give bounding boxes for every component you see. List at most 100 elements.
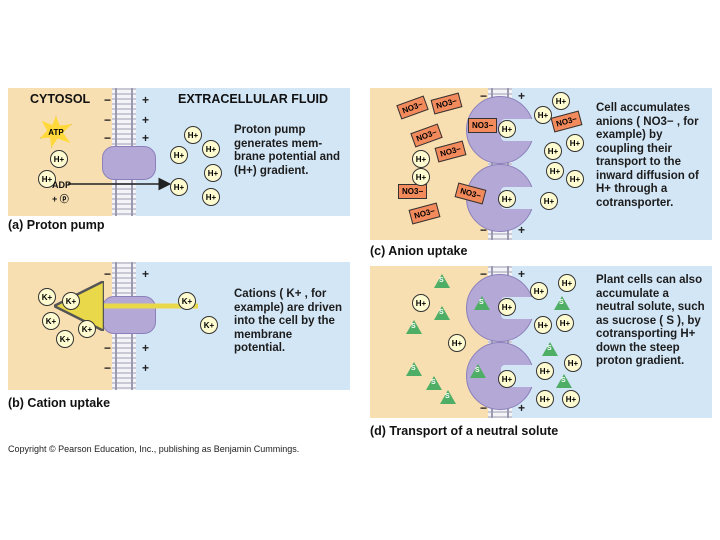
extracellular-region (136, 262, 350, 390)
plus-sign: + (142, 267, 150, 281)
panel-neutral-solute: S S S S S S S S S S S H+ H+ H+ H+ H+ H+ … (370, 266, 712, 418)
sucrose-label: S (439, 277, 444, 284)
h-ion: H+ (540, 192, 558, 210)
panel-b-description: Cations ( K+ , for example) are driven i… (234, 288, 343, 354)
h-ion: H+ (498, 120, 516, 138)
adp-label: ADP (52, 180, 72, 190)
sucrose-label: S (561, 377, 566, 384)
h-ion: H+ (38, 170, 56, 188)
cytosol-label: CYTOSOL (30, 92, 91, 106)
cytosol-region (370, 266, 488, 418)
nitrate-ion: NO3− (468, 118, 498, 133)
k-ion: K+ (38, 288, 56, 306)
panel-cation-uptake: K+ K+ K+ K+ K+ K+ K+ Cations ( K+ , for … (8, 262, 350, 390)
panel-a-caption: (a) Proton pump (8, 218, 105, 232)
sucrose-label: S (547, 345, 552, 352)
h-ion: H+ (204, 164, 222, 182)
plus-sign: + (518, 223, 526, 237)
plus-sign: + (518, 401, 526, 415)
sucrose-molecule: S (440, 390, 456, 404)
sucrose-molecule: S (426, 376, 442, 390)
plus-sign: + (142, 131, 150, 145)
h-ion: H+ (564, 354, 582, 372)
sucrose-label: S (431, 379, 436, 386)
h-ion: H+ (536, 390, 554, 408)
plus-sign: + (518, 89, 526, 103)
h-ion: H+ (184, 126, 202, 144)
plus-sign: + (142, 93, 150, 107)
h-ion: H+ (498, 190, 516, 208)
minus-sign: − (104, 267, 112, 281)
h-ion: H+ (534, 316, 552, 334)
panel-proton-pump: CYTOSOL EXTRACELLULAR FLUID ATP H+ H+ AD… (8, 88, 350, 216)
minus-sign: − (480, 401, 488, 415)
sucrose-molecule: S (434, 306, 450, 320)
copyright-notice: Copyright © Pearson Education, Inc., pub… (8, 444, 300, 454)
sucrose-molecule: S (542, 342, 558, 356)
panel-a-description: Proton pump generates mem- brane potenti… (234, 124, 341, 177)
minus-sign: − (480, 267, 488, 281)
h-ion: H+ (50, 150, 68, 168)
h-ion: H+ (530, 282, 548, 300)
h-ion: H+ (412, 294, 430, 312)
minus-sign: − (104, 113, 112, 127)
h-ion: H+ (536, 362, 554, 380)
h-ion: H+ (562, 390, 580, 408)
nitrate-ion: NO3− (398, 184, 428, 199)
proton-pump-protein (102, 146, 156, 180)
h-ion: H+ (412, 168, 430, 186)
panel-b-caption: (b) Cation uptake (8, 396, 111, 410)
h-ion: H+ (558, 274, 576, 292)
plus-sign: + (142, 113, 150, 127)
sucrose-label: S (411, 365, 416, 372)
h-ion: H+ (546, 162, 564, 180)
panel-c-description: Cell accumulates anions ( NO3− , for exa… (596, 102, 699, 209)
proton-flow-arrow (68, 177, 172, 191)
minus-sign: − (104, 93, 112, 107)
sucrose-molecule: S (474, 296, 490, 310)
sucrose-molecule: S (470, 364, 486, 378)
h-ion: H+ (556, 314, 574, 332)
cation-channel-protein (102, 296, 156, 334)
panel-d-description: Plant cells can also accumulate a neutra… (596, 274, 705, 367)
panel-c-caption: (c) Anion uptake (370, 244, 468, 258)
k-ion: K+ (62, 292, 80, 310)
sucrose-label: S (479, 299, 484, 306)
k-ion: K+ (56, 330, 74, 348)
sucrose-molecule: S (406, 362, 422, 376)
h-ion: H+ (170, 146, 188, 164)
sucrose-label: S (559, 299, 564, 306)
minus-sign: − (480, 223, 488, 237)
h-ion: H+ (448, 334, 466, 352)
plus-sign: + (518, 267, 526, 281)
h-ion: H+ (566, 134, 584, 152)
h-ion: H+ (534, 106, 552, 124)
h-ion: H+ (202, 188, 220, 206)
sucrose-label: S (475, 367, 480, 374)
h-ion: H+ (498, 370, 516, 388)
extracellular-label: EXTRACELLULAR FLUID (178, 92, 328, 106)
minus-sign: − (104, 361, 112, 375)
sucrose-molecule: S (434, 274, 450, 288)
minus-sign: − (104, 131, 112, 145)
h-ion: H+ (552, 92, 570, 110)
plus-sign: + (142, 361, 150, 375)
sucrose-label: S (411, 323, 416, 330)
minus-sign: − (104, 341, 112, 355)
panel-d-caption: (d) Transport of a neutral solute (370, 424, 559, 438)
h-ion: H+ (566, 170, 584, 188)
plus-sign: + (142, 341, 150, 355)
h-ion: H+ (498, 298, 516, 316)
sucrose-label: S (439, 309, 444, 316)
cation-flow-arrow (8, 262, 198, 390)
h-ion: H+ (202, 140, 220, 158)
sucrose-molecule: S (554, 296, 570, 310)
panel-anion-uptake: NO3− NO3− NO3− NO3− NO3− NO3− NO3− NO3− … (370, 88, 712, 240)
k-ion: K+ (178, 292, 196, 310)
sucrose-molecule: S (556, 374, 572, 388)
k-ion: K+ (42, 312, 60, 330)
sucrose-molecule: S (406, 320, 422, 334)
k-ion: K+ (200, 316, 218, 334)
pi-label: + ⓟ (52, 194, 69, 204)
h-ion: H+ (412, 150, 430, 168)
